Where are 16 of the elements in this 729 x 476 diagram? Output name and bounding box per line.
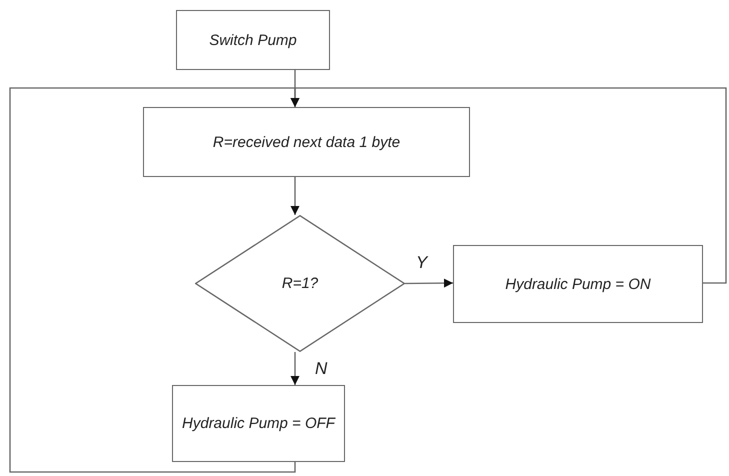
node-text: Hydraulic Pump = ON <box>505 276 651 292</box>
connector-arrow <box>405 278 453 288</box>
process-box <box>143 107 470 177</box>
node-text: Hydraulic Pump = OFF <box>182 415 335 432</box>
process-box <box>453 245 703 323</box>
process-box <box>172 385 345 462</box>
edge-label: N <box>314 360 328 377</box>
edge-label: Y <box>415 254 428 271</box>
connector-arrow <box>290 177 300 215</box>
process-box <box>176 10 330 70</box>
decision-diamond <box>195 215 405 352</box>
node-text: R=1? <box>282 275 318 292</box>
node-text: R=received next data 1 byte <box>212 134 400 150</box>
connector-arrow <box>290 352 300 385</box>
connector-arrow <box>9 87 300 473</box>
node-text: Switch Pump <box>209 32 297 48</box>
